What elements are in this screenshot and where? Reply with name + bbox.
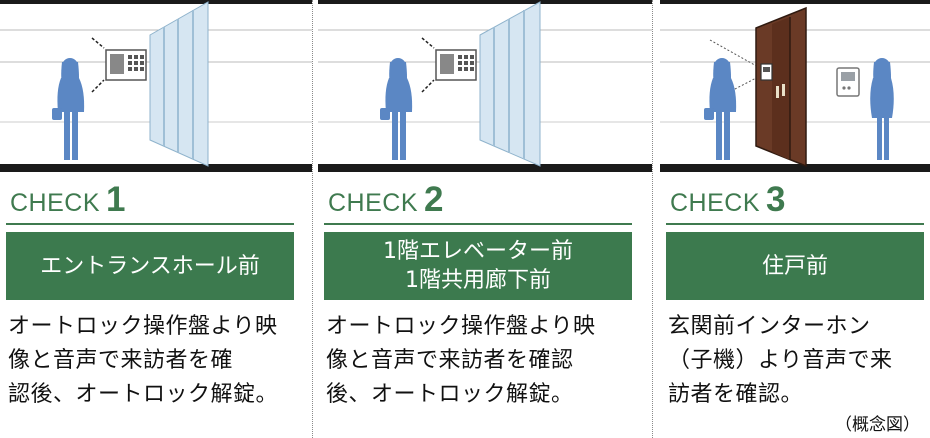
location-line: エントランスホール前: [40, 253, 260, 279]
check-number: 3: [766, 180, 786, 219]
location-label: 住戸前: [666, 232, 924, 300]
panel-divider: [312, 0, 313, 438]
location-line: 1階エレベーター前: [383, 239, 573, 264]
front-door: [755, 6, 807, 168]
heading-rule: [324, 223, 632, 225]
unit-door-illustration: [660, 0, 930, 172]
glass-door: [149, 1, 209, 167]
heading-rule: [6, 223, 294, 225]
visitor-figure-icon: [380, 58, 413, 160]
entrance-illustration: [0, 0, 312, 172]
elevator-hall-illustration: [318, 0, 652, 172]
concept-diagram-note: （概念図）: [835, 415, 920, 435]
autolock-panel-icon: [91, 37, 147, 93]
glass-door: [479, 1, 541, 167]
location-label: エントランスホール前: [6, 232, 294, 300]
panel-divider: [652, 0, 653, 438]
visitor-figure-icon: [704, 58, 737, 160]
heading-rule: [666, 223, 924, 225]
check-word: CHECK: [670, 189, 761, 217]
visitor-figure-icon: [52, 58, 85, 160]
autolock-panel-icon: [421, 37, 477, 93]
location-line: 1階共用廊下前: [405, 268, 551, 293]
check-word: CHECK: [328, 189, 419, 217]
check-word: CHECK: [10, 189, 101, 217]
check-description: 玄関前インターホン （子機）より音声で来 訪者を確認。: [668, 314, 893, 407]
check-description: オートロック操作盤より映 像と音声で来訪者を確認 後、オートロック解錠。: [326, 314, 596, 407]
intercom-monitor-icon: [836, 67, 860, 97]
location-label: 1階エレベーター前 1階共用廊下前: [324, 232, 632, 300]
intercom-substation-icon: [760, 63, 773, 81]
resident-figure-icon: [870, 58, 894, 160]
check-description: オートロック操作盤より映 像と音声で来訪者を確 認後、オートロック解錠。: [8, 314, 279, 407]
check-number: 2: [424, 180, 444, 219]
location-line: 住戸前: [761, 253, 828, 279]
check-number: 1: [106, 180, 126, 219]
